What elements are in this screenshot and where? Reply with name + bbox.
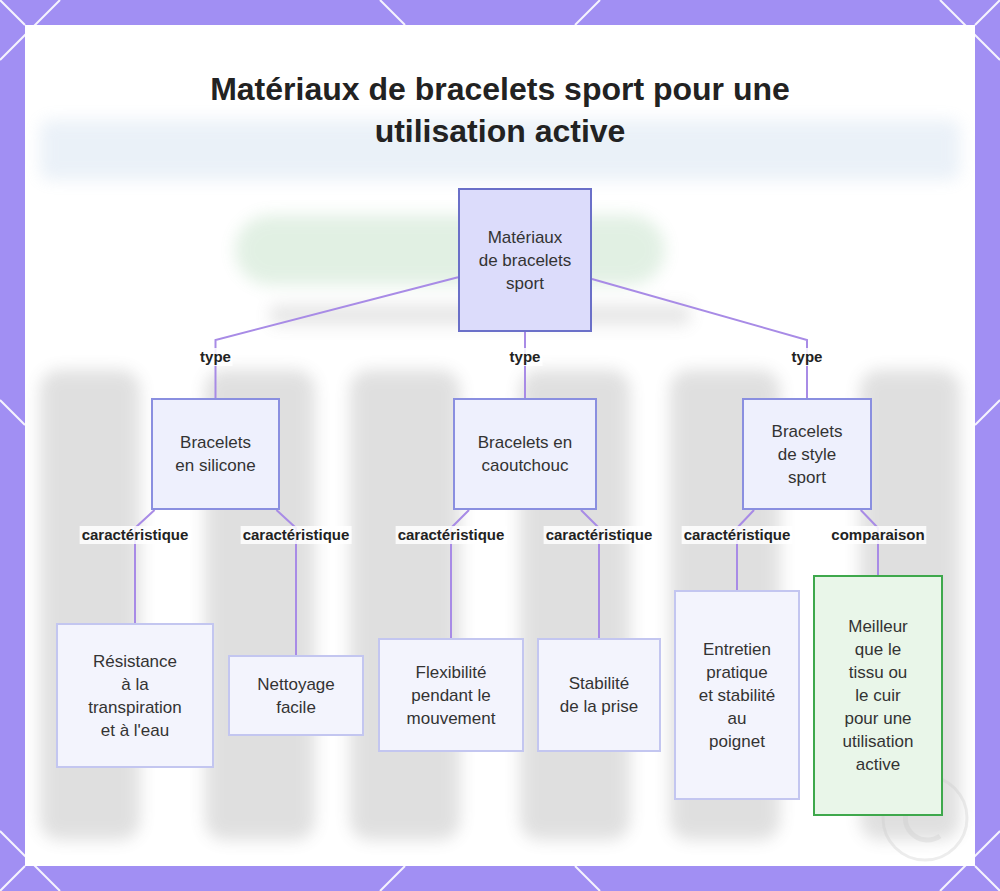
edge-label: caractéristique (544, 526, 655, 544)
node-text: Meilleur que le tissu ou le cuir pour un… (842, 615, 914, 776)
diagram-title: Matériaux de bracelets sport pour une ut… (150, 68, 850, 152)
node-text: Nettoyage facile (250, 673, 342, 719)
edge-label: comparaison (829, 526, 926, 544)
connector-line (737, 510, 754, 590)
connector-line (216, 277, 459, 398)
node-text: Matériaux de bracelets sport (477, 226, 573, 295)
process-box: Nettoyage facile (228, 655, 364, 736)
process-box: Bracelets en silicone (151, 398, 280, 510)
edge-label: type (508, 348, 543, 366)
node-text: Flexibilité pendant le mouvement (401, 661, 501, 730)
process-box: Entretien pratique et stabilité au poign… (674, 590, 800, 800)
connector-line (592, 279, 807, 398)
node-text: Entretien pratique et stabilité au poign… (698, 638, 776, 753)
node-text: Bracelets en silicone (170, 431, 262, 477)
node-text: Stabilité de la prise (558, 672, 640, 718)
process-box: Flexibilité pendant le mouvement (378, 638, 524, 752)
edge-label: caractéristique (241, 526, 352, 544)
edge-label: type (198, 348, 233, 366)
node-text: Bracelets de style sport (761, 420, 853, 489)
edge-label: type (790, 348, 825, 366)
blurred-photo (40, 120, 960, 840)
edge-label: caractéristique (682, 526, 793, 544)
process-box: Matériaux de bracelets sport (458, 188, 592, 332)
process-box: Résistance à la transpiration et à l'eau (56, 623, 214, 768)
edge-label: caractéristique (80, 526, 191, 544)
process-box: Bracelets de style sport (742, 398, 872, 510)
node-text: Résistance à la transpiration et à l'eau (87, 650, 183, 742)
process-box: Meilleur que le tissu ou le cuir pour un… (813, 575, 943, 816)
canvas (25, 25, 975, 866)
edge-label: caractéristique (396, 526, 507, 544)
node-text: Bracelets en caoutchouc (473, 431, 577, 477)
process-box: Stabilité de la prise (537, 638, 661, 752)
process-box: Bracelets en caoutchouc (453, 398, 597, 510)
